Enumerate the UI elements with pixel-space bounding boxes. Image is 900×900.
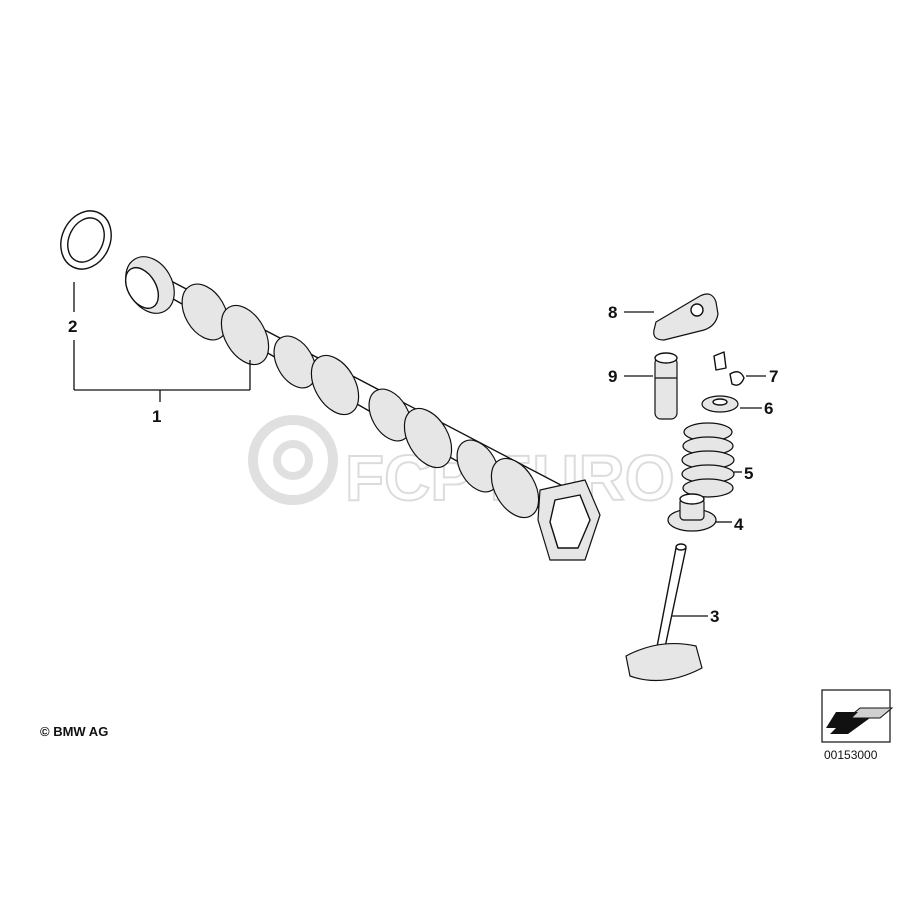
valve bbox=[625, 543, 703, 682]
spring-retainer bbox=[701, 395, 739, 413]
valve-spring bbox=[681, 422, 735, 498]
document-number: 00153000 bbox=[824, 748, 878, 762]
seal-ring bbox=[60, 210, 112, 270]
callout-8: 8 bbox=[608, 303, 617, 322]
copyright-text: © BMW AG bbox=[40, 724, 109, 739]
callout-9: 9 bbox=[608, 367, 617, 386]
callout-7: 7 bbox=[769, 367, 778, 386]
callout-5: 5 bbox=[744, 464, 753, 483]
valve-stem-seal bbox=[667, 493, 717, 532]
leader-lines bbox=[73, 282, 766, 617]
callout-2: 2 bbox=[68, 317, 77, 336]
callout-4: 4 bbox=[734, 515, 744, 534]
camshaft bbox=[124, 256, 601, 561]
orientation-arrow-icon bbox=[821, 689, 894, 743]
lash-adjuster bbox=[654, 352, 678, 420]
valve-keepers bbox=[713, 351, 745, 386]
callout-1: 1 bbox=[152, 407, 161, 426]
rocker-arm bbox=[653, 293, 719, 341]
callouts: 1 2 3 4 5 6 7 8 9 bbox=[68, 303, 778, 626]
callout-6: 6 bbox=[764, 399, 773, 418]
callout-3: 3 bbox=[710, 607, 719, 626]
